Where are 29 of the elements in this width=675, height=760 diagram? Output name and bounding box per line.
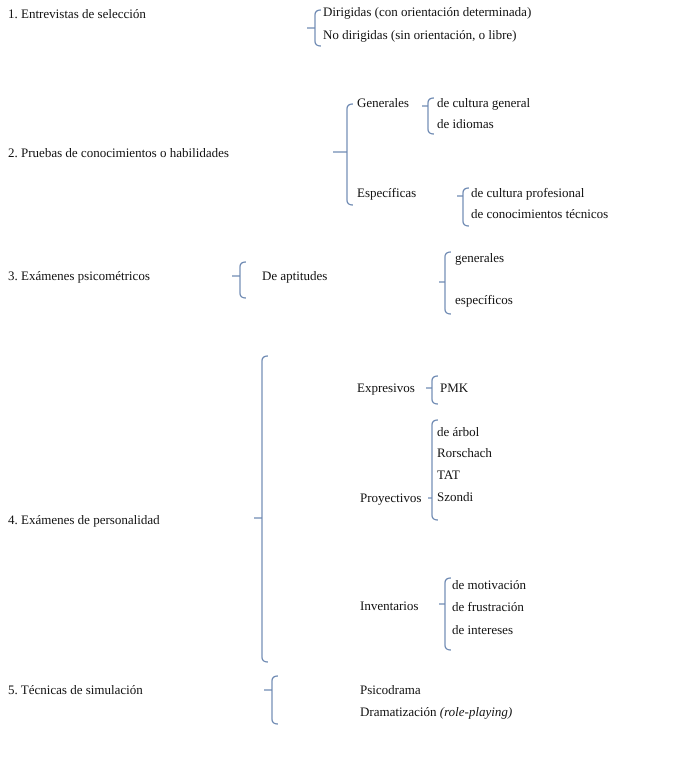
label-text: Dirigidas (con orientación determinada) [323,4,532,20]
label-text: de frustración [452,599,524,615]
label-text: de cultura profesional [471,185,584,201]
label-text: Rorschach [437,445,492,461]
label-text: de cultura general [437,95,530,111]
label-text: Generales [357,95,409,111]
label-text: TAT [437,467,460,483]
label-text: Específicas [357,185,416,201]
label-text: 3. Exámenes psicométricos [8,268,150,284]
label-text: Dramatización (role-playing) [360,704,512,720]
label-text: de conocimientos técnicos [471,206,608,222]
label-text: Proyectivos [360,490,422,506]
label-text: Expresivos [357,380,415,396]
label-text: De aptitudes [262,268,328,284]
label-text: Psicodrama [360,682,421,698]
label-text: PMK [440,380,468,396]
label-text: generales [455,250,504,266]
label-text: No dirigidas (sin orientación, o libre) [323,27,517,43]
label-text: 4. Exámenes de personalidad [8,512,160,528]
label-text: de árbol [437,424,480,440]
label-text: 5. Técnicas de simulación [8,682,143,698]
label-text: de idiomas [437,116,494,132]
label-text: 1. Entrevistas de selección [8,6,146,22]
label-text: Inventarios [360,598,418,614]
label-text: de intereses [452,622,514,638]
label-text: específicos [455,292,513,308]
label-text: de motivación [452,577,526,593]
label-text: 2. Pruebas de conocimientos o habilidades [8,145,229,161]
label-text: Szondi [437,489,474,505]
